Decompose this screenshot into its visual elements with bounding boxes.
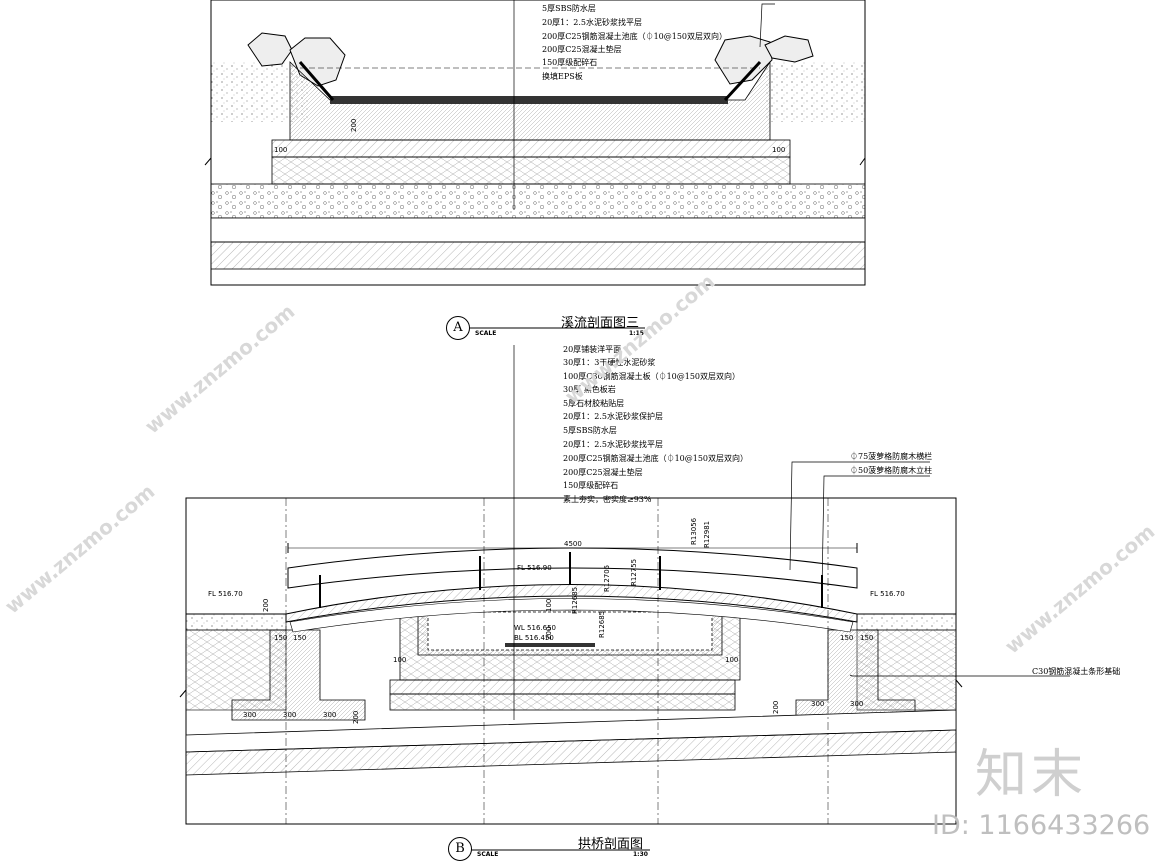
layer-label: 30厚 黑色板岩	[563, 385, 616, 394]
section-a-drawing	[204, 0, 866, 286]
layer-label: 150厚级配碎石	[542, 58, 598, 67]
section-a-marker: A	[446, 316, 470, 340]
dim-label: 300	[243, 711, 257, 719]
radius-label: R12705	[603, 564, 611, 592]
post-label: ⏀50菠萝格防腐木立柱	[850, 466, 933, 475]
radius-label: R12685	[571, 586, 579, 614]
scale-ratio: 1:30	[633, 851, 648, 858]
level-label: BL 516.450	[514, 634, 554, 642]
level-label: WL 516.650	[514, 624, 556, 632]
layer-label: 20厚1：2.5水泥砂浆找平层	[542, 18, 642, 27]
radius-label: R12755	[630, 558, 638, 586]
span-dim: 4500	[564, 540, 582, 548]
dim-label: 100	[545, 598, 553, 612]
layer-label: 200厚C25钢筋混凝土池底（⏀10@150双层双向）	[542, 32, 728, 41]
layer-label: 200厚C25混凝土垫层	[542, 45, 622, 54]
radius-label: R12981	[703, 520, 711, 548]
layer-label: 换填EPS板	[542, 72, 583, 81]
layer-label: 素土夯实，密实度≥93%	[563, 495, 652, 504]
scale-ratio: 1:15	[629, 330, 644, 337]
dim-label: 100	[725, 656, 739, 664]
rail-label: ⏀75菠萝格防腐木横栏	[850, 452, 933, 461]
brand-watermark: 知末	[975, 745, 1088, 805]
layer-label: 150厚级配碎石	[563, 481, 619, 490]
layer-label: 30厚1：3干硬性水泥砂浆	[563, 358, 656, 367]
dim-label: 300	[811, 700, 825, 708]
dim-label: 200	[772, 700, 780, 714]
layer-label: 5厚石材胶粘贴层	[563, 399, 625, 408]
dim-label: 150	[860, 634, 874, 642]
dim-label: 150	[293, 634, 307, 642]
scale-label: SCALE	[475, 330, 497, 337]
layer-label: 5厚SBS防水层	[563, 426, 617, 435]
section-b-title: 拱桥剖面图	[578, 837, 644, 852]
dim-label: 150	[274, 634, 288, 642]
layer-label: 100厚C30钢筋混凝土板（⏀10@150双层双向）	[563, 372, 741, 381]
id-watermark: ID: 1166433266	[932, 810, 1151, 841]
layer-label: 20厚1：2.5水泥砂浆找平层	[563, 440, 663, 449]
section-a-title: 溪流剖面图三	[561, 316, 640, 331]
layer-label: 20厚铺装洋平面	[563, 345, 622, 354]
dim-label: 200	[350, 118, 358, 132]
layer-label: 20厚1：2.5水泥砂浆保护层	[563, 412, 663, 421]
dim-label: 300	[850, 700, 864, 708]
radius-label: R13056	[690, 517, 698, 545]
dim-label: 100	[772, 146, 786, 154]
dim-label: 200	[545, 626, 553, 640]
dim-label: 200	[262, 598, 270, 612]
dim-label: 300	[283, 711, 297, 719]
radius-label: R12685	[598, 610, 606, 638]
layer-label: 5厚SBS防水层	[542, 4, 596, 13]
level-label: FL 516.90	[517, 564, 552, 572]
layer-label: 200厚C25钢筋混凝土池底（⏀10@150双层双向）	[563, 454, 749, 463]
dim-label: 300	[323, 711, 337, 719]
section-b-drawing	[179, 345, 1070, 825]
foundation-label: C30钢筋混凝土条形基础	[1032, 667, 1121, 676]
level-label: FL 516.70	[870, 590, 905, 598]
layer-label: 200厚C25混凝土垫层	[563, 468, 643, 477]
scale-label: SCALE	[477, 851, 499, 858]
dim-label: 100	[274, 146, 288, 154]
dim-label: 150	[840, 634, 854, 642]
dim-label: 100	[393, 656, 407, 664]
level-label: FL 516.70	[208, 590, 243, 598]
dim-label: 200	[352, 710, 360, 724]
section-b-marker: B	[448, 837, 472, 861]
